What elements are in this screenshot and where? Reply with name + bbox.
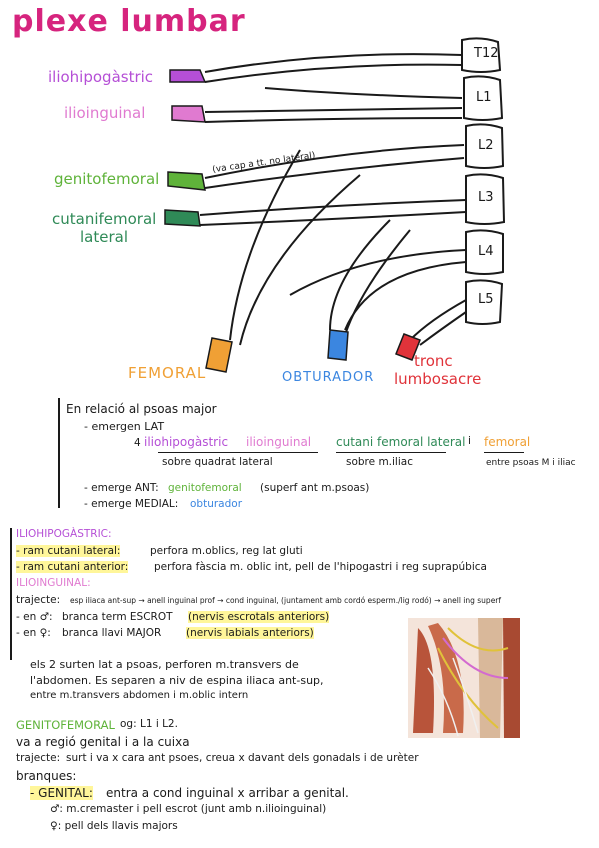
vertebra-label-T12: T12 (474, 46, 499, 61)
vertebra-label-L4: L4 (478, 244, 494, 259)
vertebra-label-L2: L2 (478, 138, 494, 153)
tronc-lumbosacre-end (395, 333, 421, 361)
ilioinguinal-end (171, 105, 206, 123)
vertebra-L1 (463, 75, 504, 121)
psoas-femoral: femoral (484, 435, 531, 449)
ilio-heading: ILIOHIPOGÀSTRIC: (16, 528, 112, 540)
psoas-intro: En relació al psoas major (66, 402, 217, 416)
psoas-ant-label: - emerge ANT: (84, 482, 159, 494)
vertebra-label-L1: L1 (476, 90, 492, 105)
psoas-ant-value: genitofemoral (168, 482, 242, 494)
psoas-count: 4 (134, 437, 141, 449)
label-obturador: OBTURADOR (282, 370, 375, 385)
nerve-ends (164, 69, 421, 373)
psoas-med-label: - emerge MEDIAL: (84, 498, 179, 510)
anatomy-illustration (408, 618, 520, 738)
label-genitofemoral: genitofemoral (54, 170, 160, 188)
ilioing-trajecte: esp iliaca ant-sup → anell inguinal prof… (70, 596, 502, 605)
psoas-sub3: entre psoas M i iliac (486, 458, 576, 468)
vertebra-L2 (465, 123, 505, 169)
ilio-line2: perfora fàscia m. oblic int, pell de l'h… (154, 561, 487, 573)
iliohipogastric-end (169, 69, 207, 83)
label-femoral: FEMORAL (128, 364, 207, 382)
plexus-diagram (164, 37, 506, 373)
ilioing-female: branca llavi MAJOR (62, 627, 162, 639)
emergen-lat: - emergen LAT (84, 420, 165, 433)
notes-bracket (10, 528, 12, 660)
ilioing-both-2: l'abdomen. Es separen a niv de espina il… (30, 674, 324, 687)
label-lumbosacre: lumbosacre (394, 370, 482, 388)
ilioing-heading: ILIOINGUINAL: (16, 577, 91, 589)
ilioing-male-label: - en ♂: (16, 611, 53, 623)
psoas-ilioing: ilioinguinal (246, 435, 312, 449)
label-tronc: tronc (414, 352, 453, 370)
genito-line1: va a regió genital i a la cuixa (16, 735, 190, 749)
psoas-med-value: obturador (190, 498, 243, 510)
vertebra-label-L5: L5 (478, 292, 494, 307)
ilioing-trajecte-label: trajecte: (16, 594, 61, 606)
genitofemoral-end (167, 171, 206, 191)
genito-genital-hl: - GENITAL: (30, 786, 93, 800)
ilioing-female-hl: (nervis labials anteriors) (186, 627, 314, 639)
ilioing-female-label: - en ♀: (16, 627, 51, 639)
cutanifemoral-end (164, 209, 201, 227)
psoas-ant-note: (superf ant m.psoas) (260, 482, 370, 494)
ilio-line1-hl: - ram cutani lateral: (16, 545, 121, 557)
obturador-end (327, 329, 349, 361)
femoral-end (205, 337, 233, 373)
vertebral-column (461, 37, 506, 325)
vertebra-L5 (465, 279, 504, 325)
psoas-ilio: iliohipogàstric (144, 435, 229, 449)
ilio-line1: perfora m.oblics, reg lat gluti (150, 545, 303, 557)
label-ilioinguinal: ilioinguinal (64, 104, 146, 122)
psoas-conj: i (468, 435, 471, 447)
underline-2 (336, 452, 446, 453)
genito-trajecte-label: trajecte: (16, 752, 61, 764)
ilioing-male-hl: (nervis escrotals anteriors) (188, 611, 330, 623)
genito-trajecte: surt i va x cara ant psoes, creua x dava… (66, 752, 419, 764)
vertebra-label-L3: L3 (478, 190, 494, 205)
ilio-line2-hl: - ram cutani anterior: (16, 561, 129, 573)
page-title: plexe lumbar (12, 4, 246, 39)
label-iliohipogastric: iliohipogàstric (48, 68, 154, 86)
psoas-bracket (58, 398, 60, 508)
vertebra-L4 (465, 229, 504, 275)
label-cutanifemoral-1: cutanifemoral (52, 210, 157, 228)
label-cutanifemoral-2: lateral (80, 228, 128, 246)
genito-heading: GENITOFEMORAL (16, 718, 115, 732)
psoas-sub2: sobre m.iliac (346, 456, 413, 468)
genito-branques: branques: (16, 769, 77, 783)
underline-3 (484, 452, 524, 453)
genito-male: ♂: m.cremaster i pell escrot (junt amb n… (50, 803, 327, 815)
vertebra-T12 (461, 37, 502, 73)
ilioing-both-1: els 2 surten lat a psoas, perforen m.tra… (30, 658, 299, 671)
ilioing-both-3: entre m.transvers abdomen i m.oblic inte… (30, 690, 249, 701)
psoas-sub1: sobre quadrat lateral (162, 456, 273, 468)
underline-1 (158, 452, 318, 453)
genito-genital: entra a cond inguinal x arribar a genita… (106, 786, 349, 800)
genito-origin: og: L1 i L2. (120, 718, 178, 730)
genito-female: ♀: pell dels llavis majors (50, 820, 178, 832)
ilioing-male: branca term ESCROT (62, 611, 173, 623)
vertebra-L3 (465, 173, 506, 225)
psoas-cutani: cutani femoral lateral (336, 435, 466, 449)
nerve-lines (199, 53, 467, 346)
